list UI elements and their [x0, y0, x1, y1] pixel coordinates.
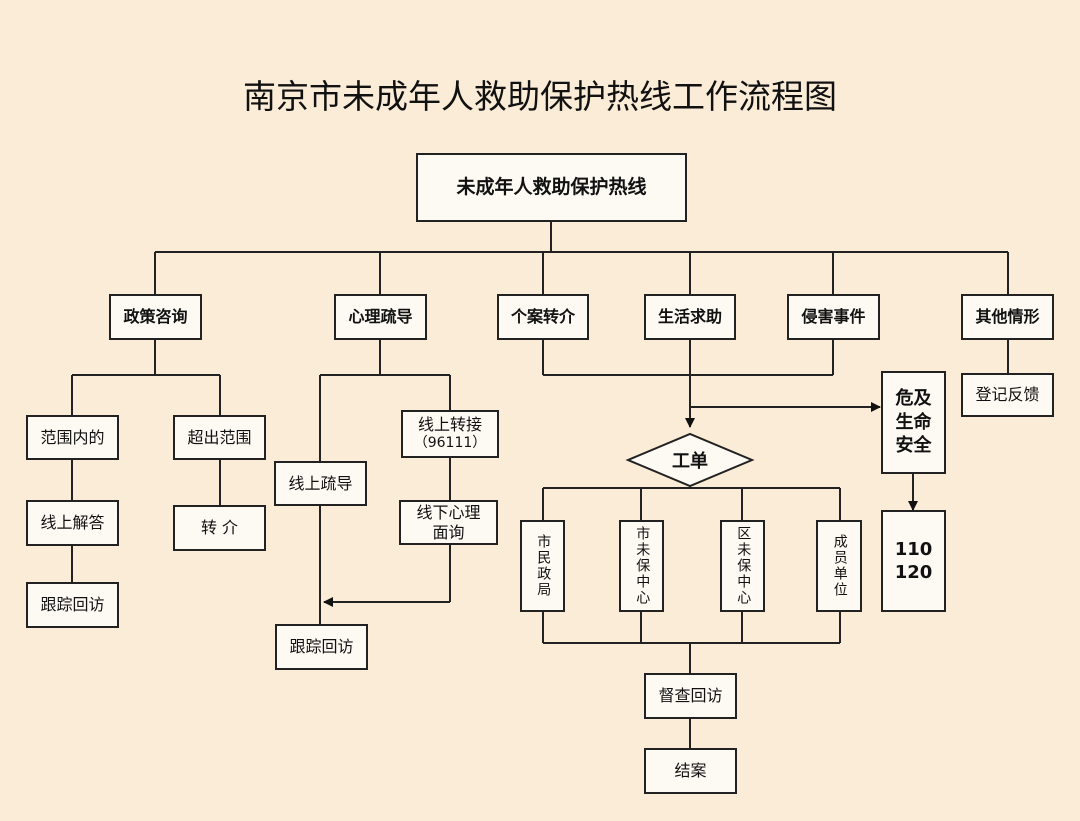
- category-life: 生活求助: [644, 294, 736, 340]
- unit-civil: 市民政局: [520, 520, 565, 612]
- work-order-label: 工单: [672, 451, 708, 472]
- emergency-110: 110: [894, 538, 933, 560]
- other-register: 登记反馈: [961, 373, 1054, 417]
- category-referral: 个案转介: [497, 294, 589, 340]
- psych-online-transfer-line2: （96111）: [413, 435, 487, 452]
- close-case-box: 结案: [644, 748, 737, 794]
- category-harm: 侵害事件: [787, 294, 880, 340]
- page-title: 南京市未成年人救助保护热线工作流程图: [243, 77, 837, 116]
- psych-online-transfer-line1: 线上转接: [417, 415, 482, 435]
- category-psych: 心理疏导: [334, 294, 427, 340]
- danger-line1: 危及: [895, 388, 932, 410]
- policy-out-scope: 超出范围: [173, 415, 266, 460]
- emergency-120: 120: [894, 562, 933, 583]
- unit-district-center: 区未保中心: [720, 520, 765, 612]
- policy-online-answer: 线上解答: [26, 500, 119, 546]
- category-policy: 政策咨询: [109, 294, 202, 340]
- unit-members: 成员单位: [816, 520, 862, 612]
- root-node: 未成年人救助保护热线: [416, 153, 687, 222]
- policy-transfer: 转 介: [173, 505, 266, 551]
- psych-offline: 线下心理 面询: [399, 500, 498, 545]
- work-order-diamond: [625, 432, 755, 488]
- psych-offline-line2: 面询: [432, 522, 465, 542]
- psych-online-transfer: 线上转接 （96111）: [401, 410, 499, 458]
- danger-box: 危及 生命 安全: [881, 371, 946, 474]
- policy-follow-up: 跟踪回访: [26, 582, 119, 628]
- danger-line3: 安全: [895, 435, 932, 457]
- danger-line2: 生命: [895, 411, 932, 433]
- psych-follow-up: 跟踪回访: [275, 624, 368, 670]
- policy-in-scope: 范围内的: [26, 415, 119, 460]
- supervise-box: 督查回访: [644, 673, 737, 719]
- psych-offline-line1: 线下心理: [416, 502, 481, 522]
- category-other: 其他情形: [961, 294, 1054, 340]
- unit-city-center: 市未保中心: [619, 520, 664, 612]
- emergency-numbers: 110 120: [881, 510, 946, 612]
- psych-online-counsel: 线上疏导: [274, 461, 367, 506]
